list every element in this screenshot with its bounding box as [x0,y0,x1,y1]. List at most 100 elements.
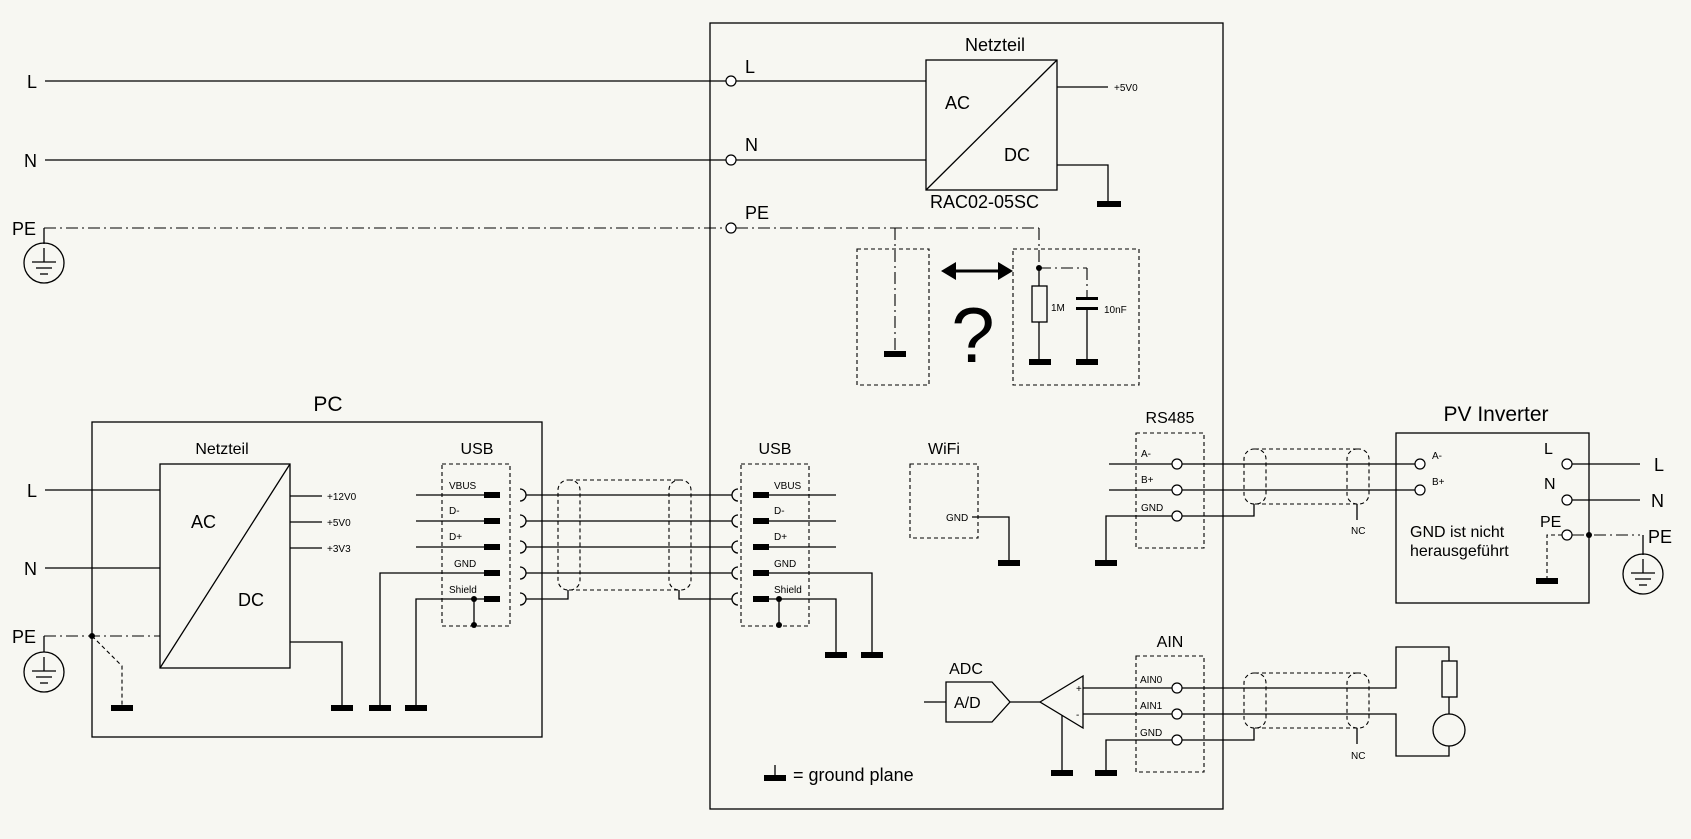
mains-n-label: N [24,151,37,171]
pc-pe-label: PE [12,627,36,647]
device-usb-pin-vbus: VBUS [774,481,802,492]
resistor-label: 1M [1051,303,1065,314]
terminal-pe-label: PE [745,203,769,223]
adc-block: ADC A/D + - [924,661,1084,776]
pc-rail-3v3: +3V3 [327,544,351,555]
ain-cable: NC [1182,646,1466,762]
terminal-l [725,75,737,87]
capacitor-icon [1076,297,1098,310]
pc-psu-title: Netzteil [195,441,248,458]
pc-psu-dc: DC [238,590,264,610]
rs485-pin-gnd: GND [1141,503,1163,514]
legend-text: = ground plane [793,765,914,785]
rs485-nc-label: NC [1351,526,1365,537]
pc-block: PC Netzteil AC DC +12V0 +5V0 +3V3 L N PE [12,393,543,738]
pe-options: ? 1M 10nF [736,227,1140,386]
rs485-port: RS485 A- B+ GND [1095,410,1205,566]
inverter-note-2: herausgeführt [1410,543,1509,560]
pc-usb-pin-gnd: GND [454,559,476,570]
legend: = ground plane [764,765,914,785]
ain-title: AIN [1157,634,1184,651]
device-psu-out-label: +5V0 [1114,83,1138,94]
pc-rail-12v: +12V0 [327,492,357,503]
opamp-minus: - [1076,710,1079,721]
device-usb-connector [740,463,810,627]
pc-n-label: N [24,559,37,579]
pc-usb-sockets [519,488,527,606]
ground-plane-icon [1051,770,1073,776]
ground-plane-icon [405,705,427,711]
inverter-note-1: GND ist nicht [1410,524,1505,541]
device-usb-title: USB [759,441,792,458]
pc-usb-pin-dminus: D- [449,506,460,517]
device-usb-sockets [731,488,739,606]
ground-plane-icon [1076,359,1098,365]
ground-plane-icon [1536,578,1558,584]
earth-ground-icon [23,242,65,284]
wifi-title: WiFi [928,441,960,458]
device-usb-pin-dminus: D- [774,506,785,517]
terminal-l-label: L [745,57,755,77]
inverter-out-n: N [1651,491,1664,511]
sensor-source-icon [1432,713,1466,747]
earth-ground-icon [23,651,65,693]
wifi-gnd-label: GND [946,513,968,524]
ground-plane-icon [1095,560,1117,566]
ground-plane-icon [825,652,847,658]
pc-rail-5v: +5V0 [327,518,351,529]
ain-pin-0: AIN0 [1140,675,1163,686]
option-rc-box [1012,248,1140,386]
rs485-pin-a: A- [1141,449,1151,460]
pv-inverter: PV Inverter A- B+ GND ist nicht herausge… [1395,403,1672,604]
rs485-cable: NC [1182,448,1415,537]
device-psu-dc: DC [1004,145,1030,165]
pc-usb-connector [441,463,511,627]
usb-cable [526,479,732,600]
inverter-pin-b: B+ [1432,477,1445,488]
device-usb: USB VBUS D- D+ GND Shield [740,441,883,658]
double-arrow-icon [941,262,1013,280]
device-psu-part: RAC02-05SC [930,192,1039,212]
ground-plane-icon [331,705,353,711]
ground-plane-icon [884,351,906,357]
ain-port: AIN AIN0 AIN1 GND [1083,634,1205,776]
inverter-n-label: N [1544,476,1556,493]
pc-psu-ac: AC [191,512,216,532]
terminal-n-label: N [745,135,758,155]
inverter-l-label: L [1544,441,1553,458]
ground-plane-icon [111,705,133,711]
ground-plane-icon [861,652,883,658]
device-mains-terminals: L N PE [725,57,769,234]
inverter-title: PV Inverter [1443,403,1548,426]
ground-plane-icon [1029,359,1051,365]
inverter-pe-label: PE [1540,514,1561,531]
pc-usb-pin-shield: Shield [449,585,477,596]
mains-input: L N PE [12,72,726,284]
opamp-plus: + [1076,684,1082,695]
device-psu-title: Netzteil [965,35,1025,55]
adc-title: ADC [949,661,983,678]
device-psu-ac: AC [945,93,970,113]
device-power-supply: Netzteil AC DC +5V0 RAC02-05SC [736,35,1138,212]
question-mark: ? [951,291,994,379]
inverter-out-l: L [1654,455,1664,475]
inverter-out-pe: PE [1648,527,1672,547]
inverter-pin-a: A- [1432,451,1442,462]
terminal-pe [725,222,737,234]
pc-title: PC [313,393,342,416]
resistor-icon [1031,285,1048,323]
device-enclosure [709,22,1224,810]
mains-l-label: L [27,72,37,92]
capacitor-label: 10nF [1104,305,1127,316]
earth-ground-icon [1622,553,1664,595]
ground-plane-icon [369,705,391,711]
pc-usb-pin-vbus: VBUS [449,481,477,492]
wifi-module: WiFi GND [909,441,1020,566]
adc-icon [945,681,1011,723]
ground-plane-icon [1095,770,1117,776]
ground-plane-icon [1097,201,1121,207]
ain-pin-gnd: GND [1140,728,1162,739]
option-direct-box [856,248,930,386]
device-usb-pin-shield: Shield [774,585,802,596]
